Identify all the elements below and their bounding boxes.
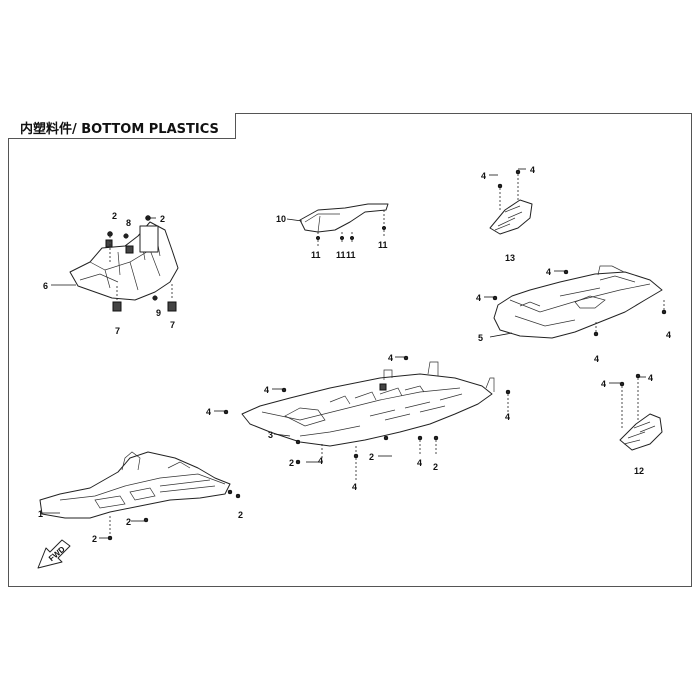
callout-2-f: 2 <box>289 458 294 468</box>
callout-12: 12 <box>634 466 644 476</box>
callout-2-c: 2 <box>126 517 131 527</box>
leader-lines <box>40 168 646 539</box>
part-6-bracket <box>69 221 179 301</box>
clip-8 <box>123 233 129 239</box>
grommet-8b <box>125 245 134 254</box>
callout-9: 9 <box>156 308 161 318</box>
part-3-center-skid-plate <box>241 361 495 447</box>
part-12-guard <box>619 413 663 451</box>
callout-4-h: 4 <box>530 165 535 175</box>
callout-7-a: 7 <box>115 326 120 336</box>
part-1-front-skid-plate <box>39 451 231 519</box>
page-title: 内塑料件/ BOTTOM PLASTICS <box>20 122 219 137</box>
title-box: 内塑料件/ BOTTOM PLASTICS <box>8 113 236 139</box>
screw-2-a <box>107 231 113 237</box>
callout-6: 6 <box>43 281 48 291</box>
callout-4-m: 4 <box>601 379 606 389</box>
callout-2-g: 2 <box>369 452 374 462</box>
part-13-guard <box>489 199 533 235</box>
callout-4-b: 4 <box>264 385 269 395</box>
callout-1: 1 <box>38 509 43 519</box>
callout-3: 3 <box>268 430 273 440</box>
callout-4-f: 4 <box>352 482 357 492</box>
callout-2-h: 2 <box>433 462 438 472</box>
callout-4-j: 4 <box>476 293 481 303</box>
callout-4-g: 4 <box>481 171 486 181</box>
callout-5: 5 <box>478 333 483 343</box>
grommet-8 <box>105 239 113 248</box>
callout-4-n: 4 <box>648 373 653 383</box>
callout-7-b: 7 <box>170 320 175 330</box>
part-5-skid-plate <box>493 265 663 339</box>
callout-2-a: 2 <box>112 211 117 221</box>
part-10-deflector <box>299 203 389 233</box>
fwd-arrow: FWD <box>37 539 71 569</box>
callout-2-b: 2 <box>160 214 165 224</box>
grommet-7b <box>167 301 177 312</box>
callout-4-o: 4 <box>318 456 323 466</box>
callout-4-a: 4 <box>206 407 211 417</box>
callout-2-e: 2 <box>238 510 243 520</box>
clip-9 <box>152 295 158 301</box>
callout-10: 10 <box>276 214 286 224</box>
callout-8: 8 <box>126 218 131 228</box>
callout-11-c: 11 <box>346 250 356 260</box>
callout-4-i: 4 <box>546 267 551 277</box>
callout-4-c: 4 <box>388 353 393 363</box>
callout-13: 13 <box>505 253 515 263</box>
callout-4-e: 4 <box>417 458 422 468</box>
callout-numbers: 1 2 2 2 2 2 2 2 2 3 4 4 4 4 4 4 4 4 4 4 … <box>38 165 671 544</box>
diagram-frame <box>8 113 692 587</box>
callout-4-l: 4 <box>594 354 599 364</box>
grommet-7a <box>112 301 122 312</box>
callout-2-d: 2 <box>92 534 97 544</box>
callout-11-a: 11 <box>311 250 321 260</box>
callout-11-b: 11 <box>336 250 346 260</box>
callout-4-k: 4 <box>666 330 671 340</box>
callout-11-d: 11 <box>378 240 388 250</box>
callout-4-d: 4 <box>505 412 510 422</box>
